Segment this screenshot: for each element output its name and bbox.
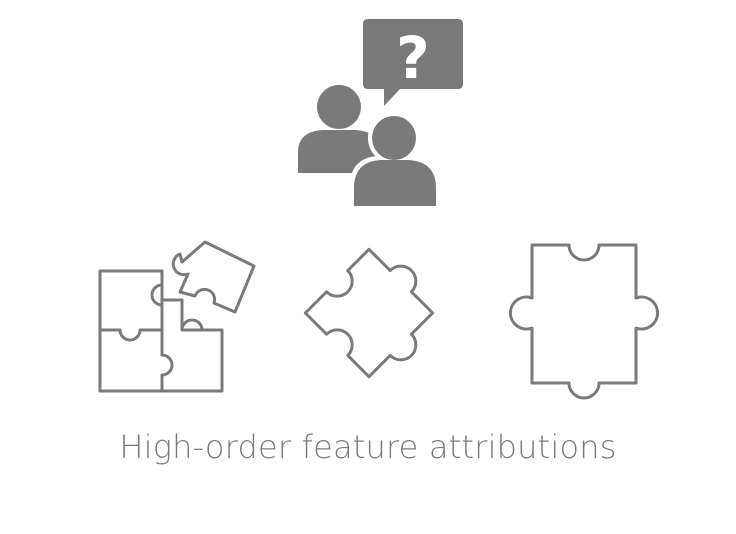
question-mark-icon: ? — [396, 24, 430, 92]
two-people-question-icon: ? — [298, 19, 463, 206]
speech-bubble-icon: ? — [363, 19, 463, 106]
person-front-icon — [350, 112, 440, 206]
diagram-caption: High-order feature attributions — [119, 428, 617, 466]
puzzle-piece-icon — [509, 243, 659, 400]
assembled-puzzle-icon — [98, 240, 256, 393]
puzzle-piece-rotated-icon — [303, 247, 435, 379]
